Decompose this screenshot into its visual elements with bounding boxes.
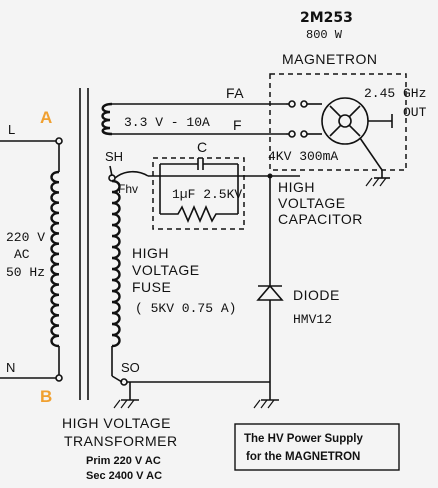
terminal-fa: FA xyxy=(226,85,244,101)
diode-part-number: HMV12 xyxy=(293,312,332,327)
mains-frequency: 50 Hz xyxy=(6,265,45,280)
hv-capacitor-label-1: HIGH xyxy=(278,179,315,195)
fuse-label-2: VOLTAGE xyxy=(132,262,200,278)
caption-box xyxy=(234,423,400,471)
mains-ac: AC xyxy=(14,247,30,262)
hv-capacitor-label-2: VOLTAGE xyxy=(278,195,346,211)
fuse-label-3: FUSE xyxy=(132,279,171,295)
magnetron-label: MAGNETRON xyxy=(282,51,378,67)
capacitor-value: 1µF 2.5KV xyxy=(172,187,242,202)
bleeder-resistor xyxy=(160,204,238,224)
ground-symbol-magnetron xyxy=(365,177,390,187)
diode-symbol xyxy=(256,284,284,301)
fuse-rating: ( 5KV 0.75 A) xyxy=(135,301,236,316)
ground-symbol-transformer xyxy=(113,399,139,409)
magnetron-symbol xyxy=(321,97,393,145)
capacitor-symbol xyxy=(159,158,239,214)
magnetron-model: 2M253 xyxy=(300,10,353,26)
fuse-fhv-label: Fhv xyxy=(118,182,138,196)
mains-voltage: 220 V xyxy=(6,230,45,245)
terminal-sh: SH xyxy=(105,149,123,164)
filament-voltage-label: 3.3 V - 10A xyxy=(124,115,210,130)
primary-winding xyxy=(50,170,60,348)
output-label: OUT xyxy=(403,105,427,120)
transformer-secondary: Sec 2400 V AC xyxy=(86,470,162,482)
magnetron-power: 800 W xyxy=(306,28,343,42)
secondary-winding xyxy=(111,179,121,348)
hv-capacitor-label-3: CAPACITOR xyxy=(278,211,363,227)
hv-rating-label: 4KV 300mA xyxy=(268,149,338,164)
line-l-label: L xyxy=(8,122,15,137)
line-n-label: N xyxy=(6,360,15,375)
transformer-label-2: TRANSFORMER xyxy=(64,433,178,449)
fuse-label-1: HIGH xyxy=(132,245,169,261)
frequency-label: 2.45 GHz xyxy=(364,86,426,101)
caption-line-1: The HV Power Supply xyxy=(244,433,363,445)
hv-fuse-link xyxy=(114,170,149,179)
capacitor-c-label: C xyxy=(197,139,208,155)
filament-terminals xyxy=(286,100,322,138)
transformer-primary: Prim 220 V AC xyxy=(86,455,161,467)
filament-winding xyxy=(101,102,113,136)
caption-line-2: for the MAGNETRON xyxy=(246,451,360,463)
magnetron-box xyxy=(269,73,407,171)
transformer-label-1: HIGH VOLTAGE xyxy=(62,415,171,431)
point-b-label: B xyxy=(40,387,52,406)
diode-label: DIODE xyxy=(293,287,340,303)
ground-symbol-diode xyxy=(253,399,279,409)
point-a-label: A xyxy=(40,108,52,127)
terminal-f: F xyxy=(233,117,242,133)
terminal-so: SO xyxy=(121,360,140,375)
